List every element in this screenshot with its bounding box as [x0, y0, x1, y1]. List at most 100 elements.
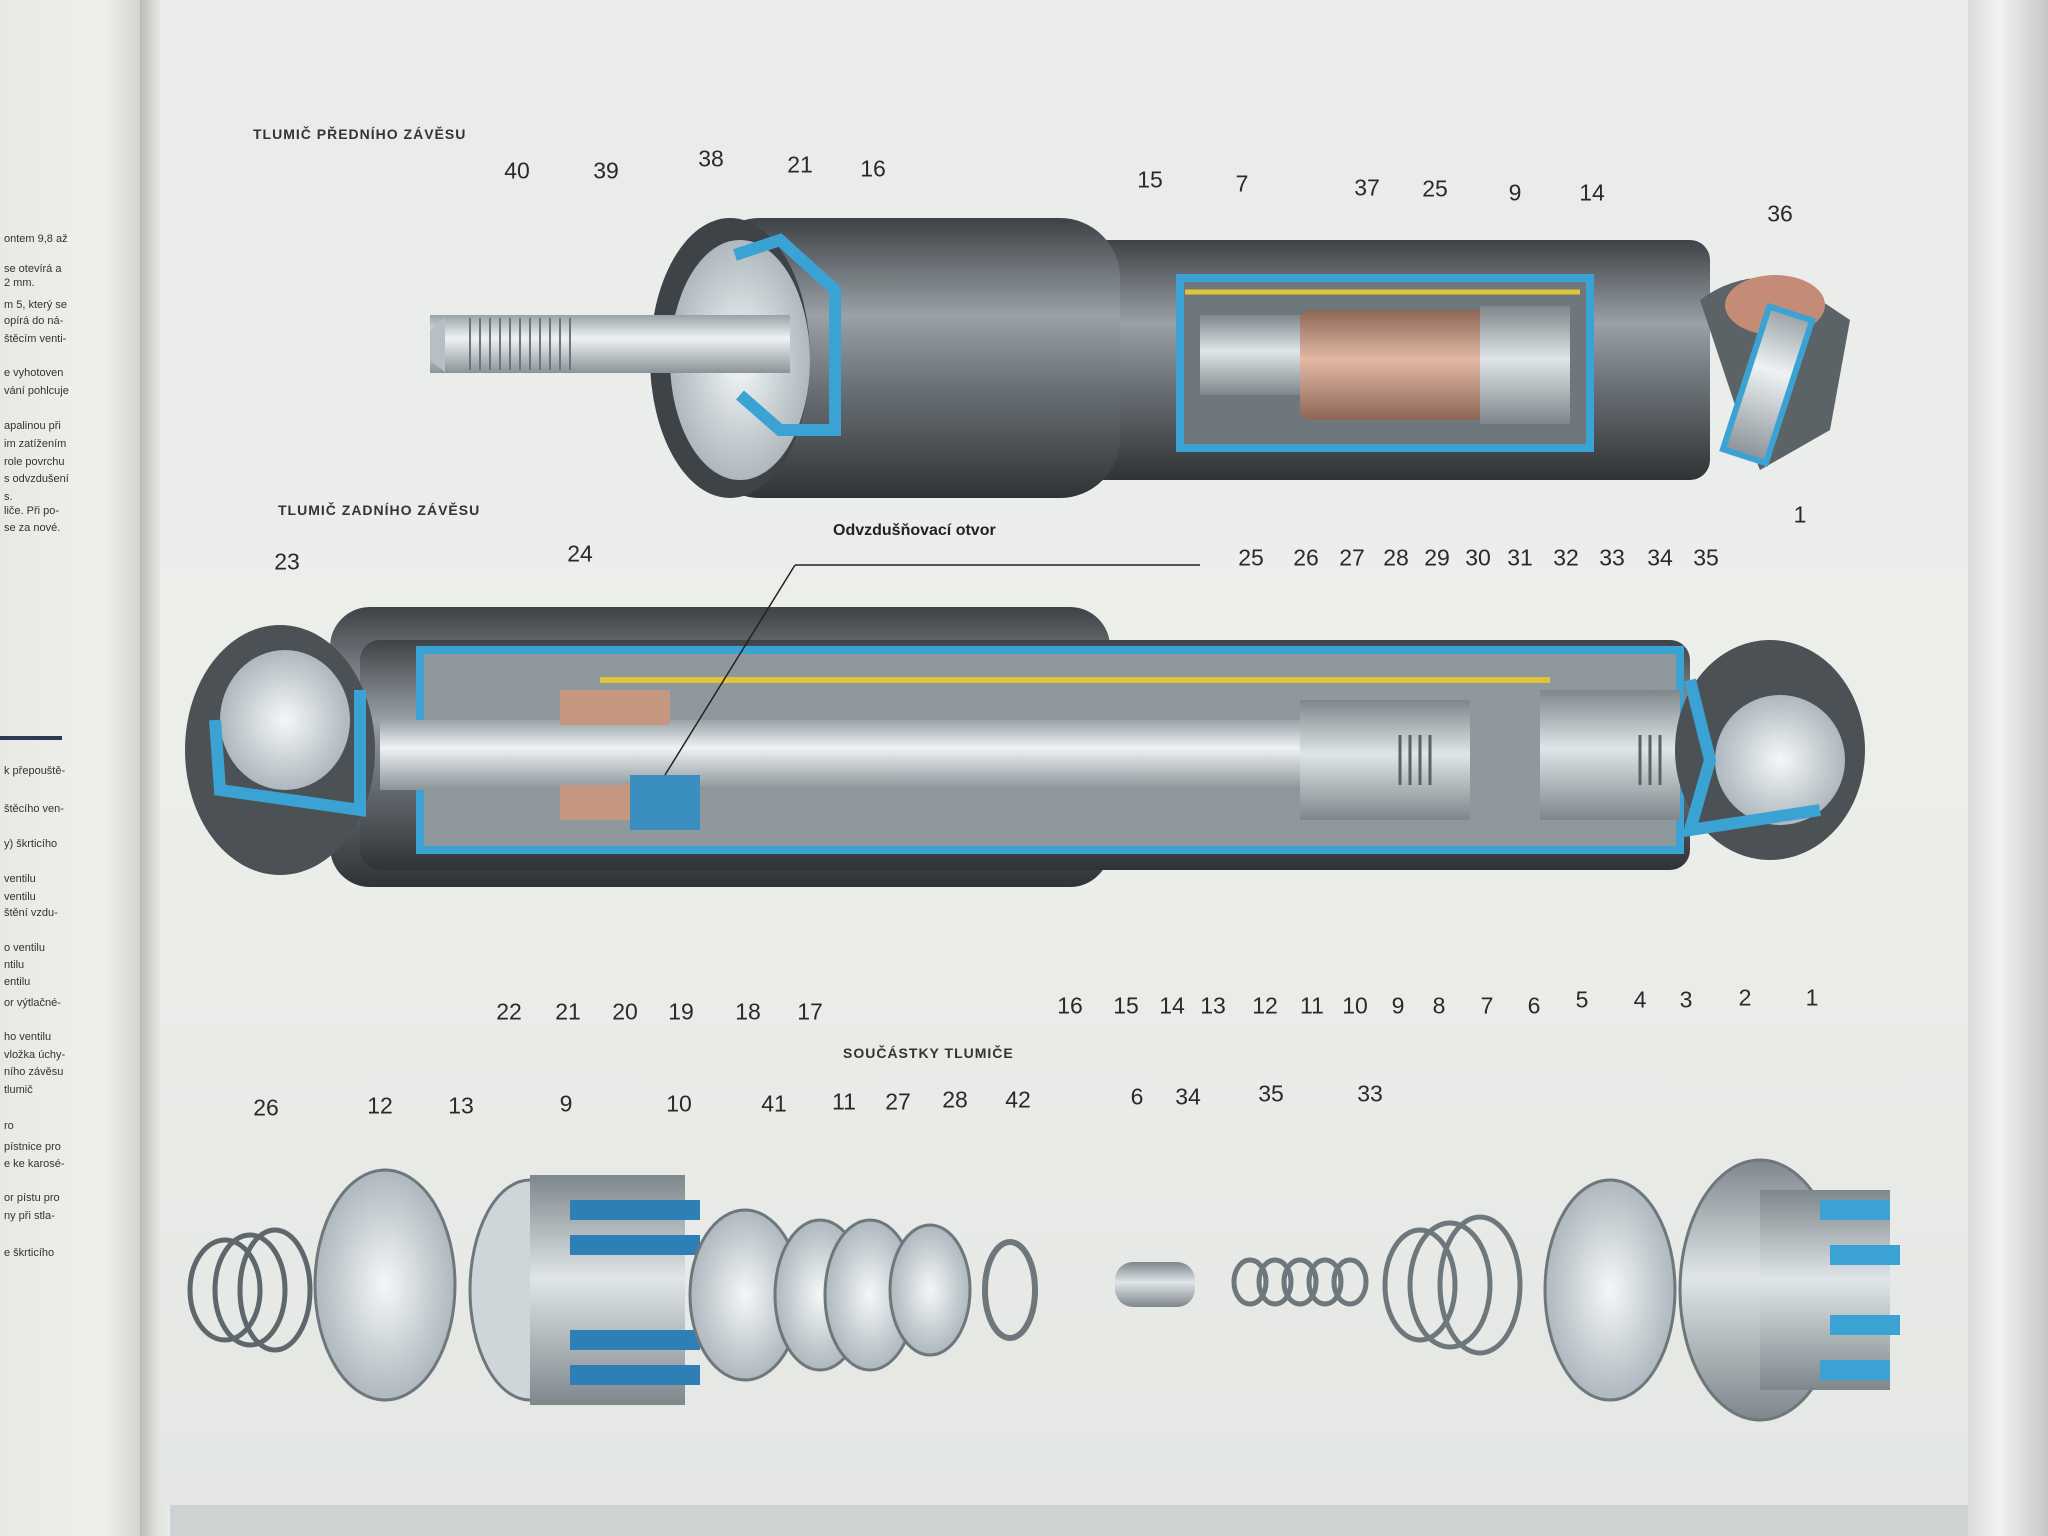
callout-rear_top_labels-23: 23 [274, 548, 300, 575]
left-page-text-fragment: k přepouště- [4, 765, 66, 777]
left-page-text-fragment: štění vzdu- [4, 907, 58, 919]
callout-parts_labels-35: 35 [1258, 1080, 1284, 1107]
callout-rear_bottom_labels-5: 5 [1575, 986, 1589, 1013]
callout-rear_bottom_labels-9: 9 [1391, 992, 1405, 1019]
callout-rear_top_labels-24: 24 [567, 540, 593, 567]
left-page-text-fragment: apalinou při [4, 420, 61, 432]
callout-parts_labels-9: 9 [559, 1090, 573, 1117]
left-page-text-fragment: y) škrticího [4, 838, 58, 850]
rear-valve-spring [1398, 735, 1662, 785]
callout-parts_labels-27: 27 [885, 1088, 911, 1115]
callout-parts_labels-10: 10 [666, 1090, 692, 1117]
part-6-valve [1115, 1262, 1195, 1307]
left-page-text-fragment: e vyhotoven [4, 367, 64, 379]
callout-rear_top_labels-27: 27 [1339, 544, 1365, 571]
callout-rear_bottom_labels-10: 10 [1342, 992, 1368, 1019]
part-5-disc [1543, 1178, 1677, 1402]
callout-rear_bottom_labels-15: 15 [1113, 992, 1139, 1019]
rear-piston-rod [380, 720, 1340, 790]
part-28-cup [888, 1223, 972, 1357]
vent-hole-label: Odvzdušňovací otvor [833, 522, 996, 539]
rear-foot-valve [1540, 690, 1680, 820]
callout-rear_top_labels-32: 32 [1553, 544, 1579, 571]
left-page-text-fragment: vání pohlcuje [4, 385, 69, 397]
callout-rear_bottom_labels-7: 7 [1480, 992, 1494, 1019]
left-page-text-fragment: vložka úchy- [4, 1049, 66, 1061]
part-41-ring-lower [570, 1365, 700, 1385]
rear-seal-upper [560, 690, 670, 725]
callout-rear_bottom_labels-11: 11 [1300, 992, 1324, 1019]
part-12-disc [313, 1168, 457, 1402]
callout-parts_labels-26: 26 [253, 1094, 279, 1121]
page-edge [1968, 0, 2048, 1536]
callout-front_labels-1: 1 [1793, 501, 1807, 528]
callout-front_labels-38: 38 [698, 145, 724, 172]
left-page-text-fragment: opírá do ná- [4, 315, 64, 327]
callout-rear_top_labels-31: 31 [1507, 544, 1533, 571]
front-piston-rod [430, 315, 790, 373]
callout-rear_bottom_labels-18: 18 [735, 998, 761, 1025]
part-10-ring-upper [570, 1200, 700, 1220]
callout-rear_top_labels-34: 34 [1647, 544, 1673, 571]
callout-rear_bottom_labels-3: 3 [1679, 986, 1693, 1013]
rear-left-eye-bore [220, 650, 350, 790]
callout-rear_bottom_labels-6: 6 [1527, 992, 1541, 1019]
rear-shock-title: TLUMIČ ZADNÍHO ZÁVĚSU [278, 502, 481, 518]
callout-rear_bottom_labels-1: 1 [1805, 984, 1819, 1011]
part-26-spring [187, 1227, 313, 1353]
rear-piston-assembly [1300, 700, 1470, 820]
left-page-text-fragment: ního závěsu [4, 1066, 64, 1078]
callout-front_labels-37: 37 [1354, 174, 1380, 201]
callout-rear_bottom_labels-12: 12 [1252, 992, 1278, 1019]
callout-rear_bottom_labels-19: 19 [668, 998, 694, 1025]
callout-front_labels-16: 16 [860, 155, 886, 182]
callout-parts_labels-33: 33 [1357, 1080, 1383, 1107]
front-rod-thread [469, 318, 571, 370]
left-page-text-fragment: o ventilu [4, 942, 45, 954]
callout-front_labels-9: 9 [1508, 179, 1522, 206]
callout-parts_labels-13: 13 [448, 1092, 474, 1119]
callout-rear_top_labels-33: 33 [1599, 544, 1625, 571]
left-page-text-fragment: se za nové. [4, 522, 61, 534]
left-page-text-fragment: štěcím venti- [4, 333, 67, 345]
callout-rear_bottom_labels-2: 2 [1738, 984, 1752, 1011]
callout-rear_bottom_labels-4: 4 [1633, 986, 1647, 1013]
left-page-text-fragment: ventilu [4, 891, 36, 903]
part-42-ring [982, 1239, 1038, 1341]
callout-front_labels-14: 14 [1579, 179, 1605, 206]
callout-rear_bottom_labels-16: 16 [1057, 992, 1083, 1019]
callout-rear_top_labels-35: 35 [1693, 544, 1719, 571]
callout-front_labels-40: 40 [504, 157, 530, 184]
callout-rear_top_labels-25: 25 [1238, 544, 1264, 571]
callout-front_labels-36: 36 [1767, 200, 1793, 227]
part-35-spring [1231, 1257, 1369, 1307]
left-page-text-fragment: role povrchu [4, 456, 65, 468]
front-seal-cutaway [733, 233, 841, 436]
rear-right-eye-bore [1715, 695, 1845, 825]
left-page-text-fragment: s odvzdušení [4, 473, 69, 485]
left-page-divider [0, 736, 62, 740]
callout-parts_labels-6: 6 [1130, 1083, 1144, 1110]
left-page-text-fragment: pístnice pro [4, 1141, 61, 1153]
callout-front_labels-39: 39 [593, 157, 619, 184]
callout-front_labels-15: 15 [1137, 166, 1163, 193]
callout-rear_bottom_labels-22: 22 [496, 998, 522, 1025]
callout-parts_labels-42: 42 [1005, 1086, 1031, 1113]
callout-parts_labels-11: 11 [832, 1088, 856, 1115]
left-page-text-fragment: ontem 9,8 až [4, 233, 68, 245]
callout-front_labels-21: 21 [787, 151, 813, 178]
left-page-text-fragment: ntilu [4, 959, 25, 971]
callout-front_labels-25: 25 [1422, 175, 1448, 202]
front-eye-pin [1719, 302, 1816, 467]
front-piston [1300, 310, 1510, 420]
callout-rear_top_labels-28: 28 [1383, 544, 1409, 571]
parts-exploded-view [187, 1158, 1900, 1422]
callout-parts_labels-41: 41 [761, 1090, 787, 1117]
rear-shock-absorber [185, 564, 1865, 887]
left-page-text-fragment: liče. Při po- [4, 505, 60, 517]
front-valve-pack [1480, 306, 1570, 424]
callout-parts_labels-34: 34 [1175, 1083, 1201, 1110]
